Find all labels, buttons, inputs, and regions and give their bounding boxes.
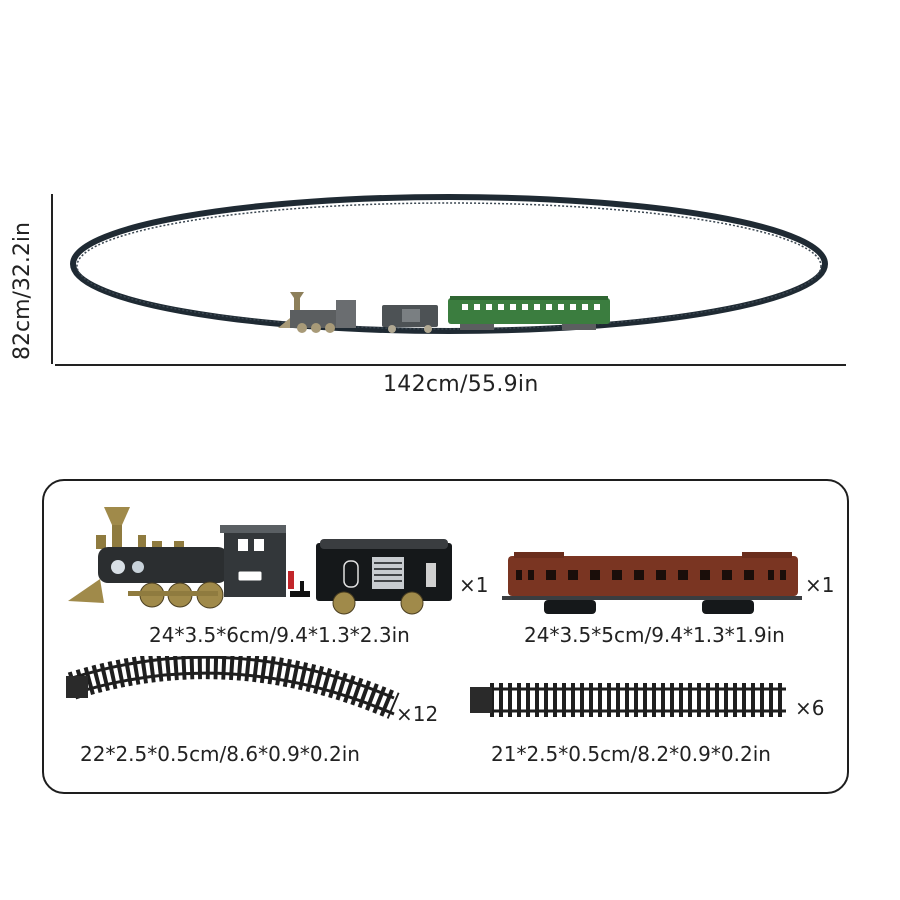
overview-locomotive-icon	[278, 292, 356, 333]
part-curved-track-dimensions: 22*2.5*0.5cm/8.6*0.9*0.2in	[80, 742, 360, 766]
part-straight-track-image	[470, 679, 790, 721]
part-locomotive-quantity: ×1	[459, 573, 489, 597]
oval-track-diagram	[51, 194, 846, 366]
track-layout-overview	[0, 180, 900, 410]
part-straight-track-dimensions: 21*2.5*0.5cm/8.2*0.9*0.2in	[491, 742, 771, 766]
part-passenger-car-image	[502, 550, 802, 618]
parts-list-box	[42, 479, 849, 794]
part-passenger-car-quantity: ×1	[805, 573, 835, 597]
width-dimension-label: 142cm/55.9in	[383, 372, 539, 397]
overview-green-car-icon	[448, 296, 610, 330]
part-curved-track-quantity: ×12	[396, 702, 439, 726]
passenger-car-icon	[502, 552, 802, 614]
part-curved-track-image	[66, 656, 402, 722]
overview-tender-icon	[382, 305, 438, 333]
tender-icon	[316, 539, 452, 615]
part-locomotive-image	[68, 505, 458, 615]
locomotive-icon	[68, 507, 310, 609]
part-locomotive-dimensions: 24*3.5*6cm/9.4*1.3*2.3in	[149, 623, 410, 647]
part-straight-track-quantity: ×6	[795, 696, 825, 720]
overview-train	[278, 288, 618, 336]
curved-track-icon	[66, 656, 400, 719]
height-dimension-label: 82cm/32.2in	[10, 222, 35, 360]
part-passenger-car-dimensions: 24*3.5*5cm/9.4*1.3*1.9in	[524, 623, 785, 647]
straight-track-icon	[470, 683, 786, 717]
